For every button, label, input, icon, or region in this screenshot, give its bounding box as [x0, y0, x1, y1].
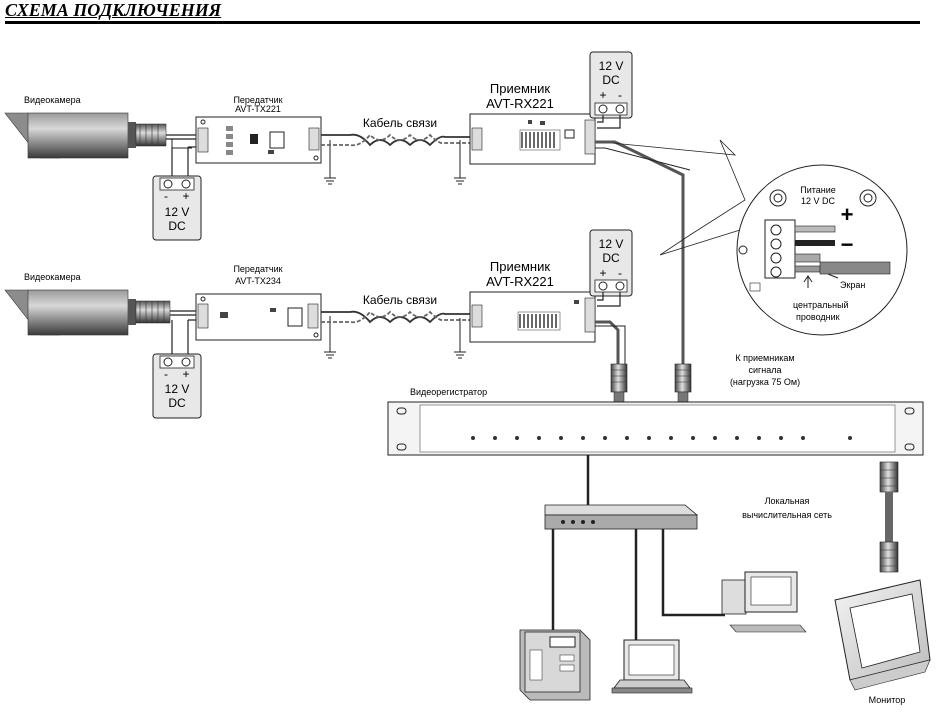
psu-2-voltage: 12 V — [599, 59, 624, 73]
receiver-1-name: Приемник — [490, 81, 550, 96]
detail-callout — [611, 139, 908, 336]
server-computer — [519, 629, 591, 701]
psu-3-dc: DC — [168, 396, 186, 410]
transmitter-2-name: Передатчик — [233, 264, 282, 274]
detail-core-line1: центральный — [793, 300, 849, 310]
network-switch — [544, 504, 699, 530]
monitor-cable — [879, 461, 899, 573]
power-supply-4 — [589, 229, 633, 297]
cable-1-label: Кабель связи — [363, 116, 437, 130]
detail-shield-label: Экран — [840, 280, 865, 290]
laptop — [611, 639, 693, 694]
monitor — [834, 579, 931, 691]
workstation — [721, 571, 807, 633]
receiver-2-name: Приемник — [490, 259, 550, 274]
receivers-note-line2: сигнала — [748, 365, 781, 375]
transmitter-1-model: AVT-TX221 — [235, 104, 281, 114]
detail-power-line2: 12 V DC — [801, 196, 836, 206]
detail-minus-sign: − — [841, 232, 854, 257]
psu-1-dc: DC — [168, 219, 186, 233]
twisted-cable-1 — [321, 133, 472, 147]
camera-2 — [4, 289, 171, 336]
psu-4-voltage: 12 V — [599, 237, 624, 251]
camera-1-label: Видеокамера — [24, 95, 81, 105]
receiver-2 — [469, 291, 596, 343]
transmitter-1-name: Передатчик — [233, 95, 282, 105]
detail-power-line1: Питание — [800, 185, 836, 195]
psu-4-minus: - — [618, 266, 622, 280]
transmitter-2 — [195, 293, 322, 341]
monitor-label: Монитор — [869, 695, 906, 705]
transmitter-1 — [195, 116, 322, 164]
psu-3-plus: + — [182, 367, 189, 381]
dvr-label: Видеорегистратор — [410, 387, 487, 397]
psu-2-minus: - — [618, 88, 622, 102]
psu-1-plus: + — [182, 189, 189, 203]
receiver-1 — [469, 113, 596, 165]
camera-2-label: Видеокамера — [24, 272, 81, 282]
psu-1-voltage: 12 V — [165, 205, 190, 219]
psu-4-plus: + — [599, 266, 606, 280]
power-supply-2 — [589, 51, 633, 119]
power-supply-3 — [152, 353, 202, 419]
psu-1-minus: - — [164, 189, 168, 203]
twisted-cable-2 — [321, 310, 472, 324]
power-supply-1 — [152, 175, 202, 241]
psu-2-dc: DC — [602, 73, 620, 87]
transmitter-2-model: AVT-TX234 — [235, 276, 281, 286]
title-underline — [5, 21, 920, 24]
psu-3-voltage: 12 V — [165, 382, 190, 396]
bnc-connector-1 — [610, 363, 628, 403]
psu-3-minus: - — [164, 367, 168, 381]
cable-2-label: Кабель связи — [363, 293, 437, 307]
lan-label-line2: вычислительная сеть — [742, 510, 832, 520]
page-title: СХЕМА ПОДКЛЮЧЕНИЯ — [5, 0, 222, 20]
receivers-note-line1: К приемникам — [735, 353, 794, 363]
receiver-2-model: AVT-RX221 — [486, 274, 554, 289]
detail-plus-sign: + — [841, 202, 854, 227]
bnc-connector-2 — [674, 363, 692, 403]
receivers-note-line3: (нагрузка 75 Ом) — [730, 377, 800, 387]
psu-2-plus: + — [599, 88, 606, 102]
psu-4-dc: DC — [602, 251, 620, 265]
receiver-1-model: AVT-RX221 — [486, 96, 554, 111]
camera-1 — [4, 112, 167, 159]
video-recorder — [387, 401, 924, 456]
detail-core-line2: проводник — [796, 312, 840, 322]
lan-label-line1: Локальная — [765, 496, 810, 506]
